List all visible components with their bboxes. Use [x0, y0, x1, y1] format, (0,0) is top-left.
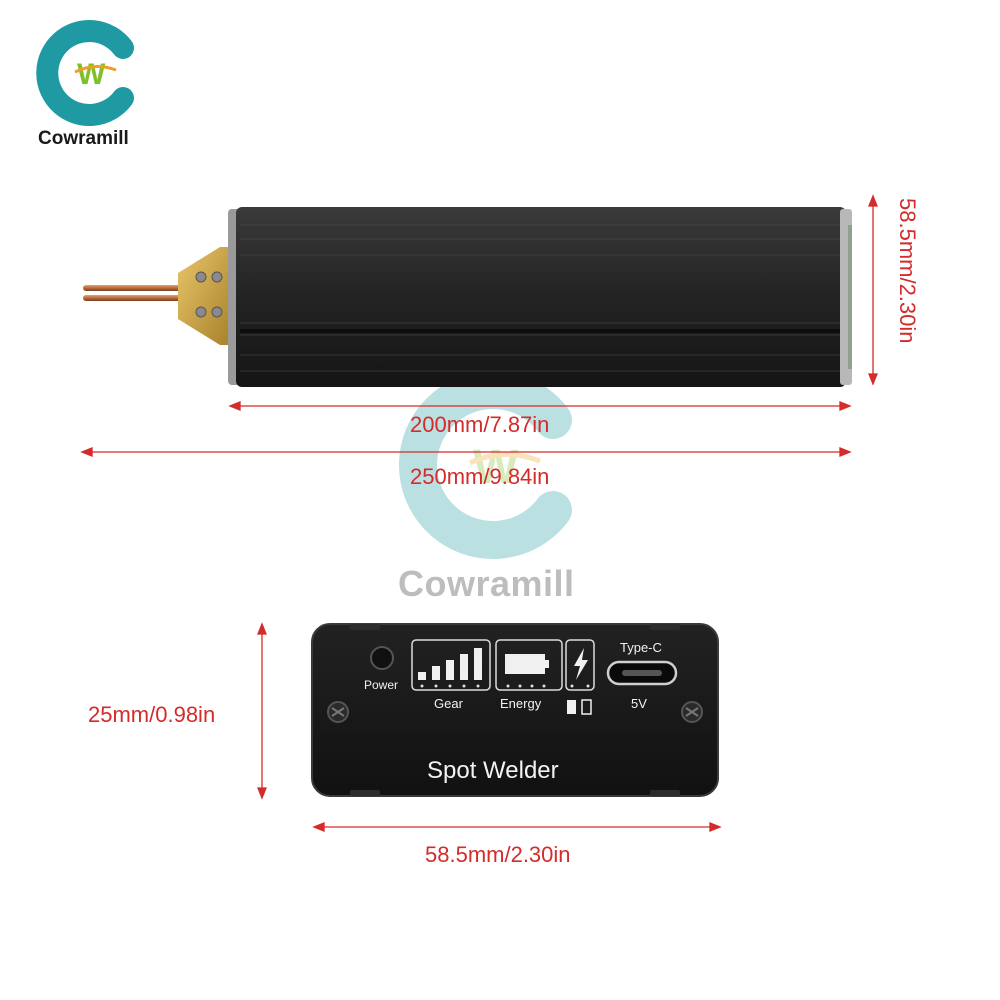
watermark-logo-icon: W	[399, 371, 572, 559]
lightning-icon	[574, 648, 588, 680]
screw-left-icon	[327, 701, 349, 723]
cowramill-logo-icon: W	[36, 20, 134, 126]
power-label: Power	[364, 678, 399, 692]
copper-probe-lower	[83, 295, 203, 301]
dimension-front-width: 58.5mm/2.30in	[425, 842, 571, 867]
aluminum-body	[236, 207, 846, 387]
dimension-width-total: 250mm/9.84in	[410, 464, 550, 489]
typec-label: Type-C	[620, 640, 662, 655]
gear-label: Gear	[434, 696, 463, 711]
dimension-width-body: 200mm/7.87in	[410, 412, 550, 437]
watermark: W	[385, 365, 615, 615]
svg-text:W: W	[77, 58, 106, 91]
battery-full-icon	[567, 700, 576, 714]
front-panel-graphic	[311, 623, 719, 797]
energy-label: Energy	[500, 696, 542, 711]
brass-clamp	[178, 247, 230, 345]
brand-name: Cowramill	[38, 128, 129, 149]
front-panel: Power Gear Energy Type-C 5V Spot Welder	[310, 620, 720, 800]
screw-right-icon	[681, 701, 703, 723]
battery-empty-icon	[581, 699, 592, 715]
svg-text:W: W	[473, 441, 519, 494]
watermark-text: Cowramill	[398, 563, 575, 604]
dimension-height-body: 58.5mm/2.30in	[895, 198, 920, 344]
dimension-front-height: 25mm/0.98in	[88, 702, 216, 727]
brand-logo: W Cowramill	[28, 18, 153, 149]
power-button-graphic	[370, 646, 394, 670]
copper-probe-upper	[83, 285, 203, 291]
voltage-label: 5V	[631, 696, 647, 711]
welder-pen-top-view	[83, 207, 852, 387]
front-panel-title: Spot Welder	[427, 757, 559, 784]
